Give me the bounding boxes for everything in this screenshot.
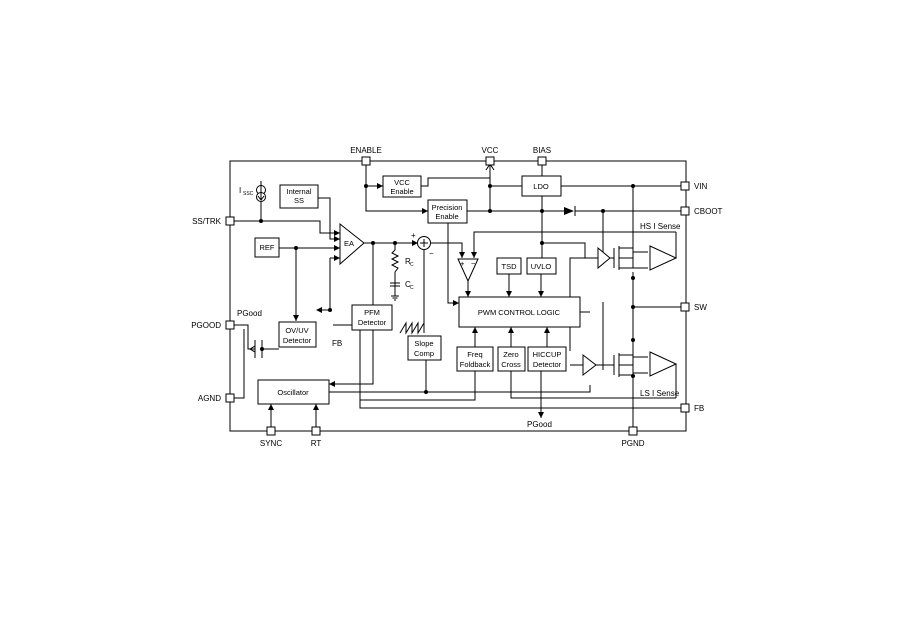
svg-text:+: + bbox=[460, 259, 465, 268]
pin-vcc: VCC bbox=[482, 146, 499, 166]
pin-sync: SYNC bbox=[260, 426, 282, 448]
svg-text:PWM CONTROL LOGIC: PWM CONTROL LOGIC bbox=[478, 308, 561, 317]
svg-text:PGND: PGND bbox=[621, 439, 644, 448]
svg-text:SYNC: SYNC bbox=[260, 439, 282, 448]
oscillator-block: Oscillator bbox=[257, 379, 330, 405]
precision-enable-block: Precision Enable bbox=[427, 199, 468, 224]
ls-sense-amp bbox=[649, 351, 678, 398]
svg-text:−: − bbox=[429, 249, 434, 258]
svg-text:Precision: Precision bbox=[432, 203, 463, 212]
svg-text:UVLO: UVLO bbox=[531, 262, 552, 271]
ls-sense-label: LS I Sense bbox=[640, 389, 680, 398]
svg-text:BIAS: BIAS bbox=[533, 146, 551, 155]
svg-text:Enable: Enable bbox=[435, 212, 458, 221]
svg-text:Detector: Detector bbox=[533, 360, 562, 369]
ov-uv-detector-block: OV/UV Detector bbox=[278, 321, 317, 348]
ref-block: REF bbox=[254, 237, 280, 258]
svg-text:REF: REF bbox=[260, 243, 275, 252]
svg-text:R: R bbox=[405, 257, 411, 266]
svg-text:AGND: AGND bbox=[198, 394, 221, 403]
svg-text:RT: RT bbox=[311, 439, 322, 448]
svg-text:Detector: Detector bbox=[283, 336, 312, 345]
hiccup-detector-block: HICCUP Detector bbox=[527, 346, 567, 372]
rc-cc-compensation: R C C C bbox=[390, 249, 414, 301]
svg-text:EA: EA bbox=[344, 239, 354, 248]
tsd-block: TSD bbox=[496, 257, 522, 275]
pin-pgood: PGOOD bbox=[191, 320, 235, 330]
ldo-block: LDO bbox=[521, 175, 562, 197]
pgood-fet bbox=[249, 340, 256, 358]
svg-text:Detector: Detector bbox=[358, 318, 387, 327]
svg-text:Zero: Zero bbox=[503, 350, 518, 359]
fb-internal-label: FB bbox=[332, 339, 342, 348]
svg-text:TSD: TSD bbox=[502, 262, 518, 271]
svg-text:CBOOT: CBOOT bbox=[694, 207, 723, 216]
svg-text:SW: SW bbox=[694, 303, 707, 312]
ea-amplifier: EA bbox=[339, 222, 365, 266]
svg-text:I: I bbox=[239, 186, 241, 195]
svg-text:VCC: VCC bbox=[482, 146, 499, 155]
svg-text:Freq: Freq bbox=[467, 350, 482, 359]
current-comparator: + − bbox=[457, 258, 479, 283]
pin-cboot: CBOOT bbox=[680, 206, 723, 216]
pgood-bottom-label: PGood bbox=[527, 420, 552, 429]
sawtooth-symbol bbox=[399, 321, 425, 335]
vcc-enable-block: VCC Enable bbox=[382, 175, 422, 198]
boot-diode bbox=[564, 206, 582, 216]
pin-agnd: AGND bbox=[198, 393, 235, 403]
junction-dots bbox=[259, 184, 635, 394]
arrowheads bbox=[268, 183, 550, 418]
ls-mosfet bbox=[613, 352, 648, 377]
pfm-detector-block: PFM Detector bbox=[351, 304, 393, 331]
pin-rt: RT bbox=[311, 426, 322, 448]
pgood-internal-label: PGood bbox=[237, 309, 262, 318]
uvlo-block: UVLO bbox=[526, 257, 557, 275]
svg-text:SS: SS bbox=[294, 196, 304, 205]
svg-text:Oscillator: Oscillator bbox=[277, 388, 309, 397]
svg-text:ENABLE: ENABLE bbox=[350, 146, 382, 155]
svg-text:PGOOD: PGOOD bbox=[191, 321, 221, 330]
pin-enable: ENABLE bbox=[350, 146, 382, 166]
svg-text:C: C bbox=[410, 285, 414, 291]
pin-bias: BIAS bbox=[533, 146, 551, 166]
svg-text:FB: FB bbox=[694, 404, 704, 413]
freq-foldback-block: Freq Foldback bbox=[456, 346, 494, 372]
svg-text:Enable: Enable bbox=[390, 187, 413, 196]
svg-text:HICCUP: HICCUP bbox=[533, 350, 562, 359]
svg-text:Slope: Slope bbox=[414, 339, 433, 348]
pin-sw: SW bbox=[680, 302, 707, 312]
svg-text:VCC: VCC bbox=[394, 178, 410, 187]
svg-text:+: + bbox=[411, 231, 416, 240]
hs-sense-label: HS I Sense bbox=[640, 222, 681, 231]
svg-text:VIN: VIN bbox=[694, 182, 708, 191]
hs-gate-driver bbox=[597, 246, 614, 270]
hs-sense-amp bbox=[649, 232, 678, 271]
svg-text:SS/TRK: SS/TRK bbox=[192, 217, 222, 226]
summing-junction: + − bbox=[411, 231, 434, 258]
slope-comp-block: Slope Comp bbox=[407, 335, 442, 361]
pin-fb: FB bbox=[680, 403, 704, 413]
svg-text:SSC: SSC bbox=[243, 191, 254, 197]
internal-ss-block: Internal SS bbox=[279, 184, 319, 209]
pwm-control-logic-block: PWM CONTROL LOGIC bbox=[458, 296, 581, 328]
ic-outline bbox=[229, 160, 687, 432]
svg-text:PFM: PFM bbox=[364, 308, 380, 317]
pin-ss-trk: SS/TRK bbox=[192, 216, 235, 226]
issc-current-source: I SSC bbox=[239, 181, 266, 202]
ls-gate-driver bbox=[582, 353, 614, 377]
zero-cross-block: Zero Cross bbox=[497, 346, 526, 372]
svg-text:−: − bbox=[471, 259, 476, 268]
svg-text:C: C bbox=[410, 262, 414, 268]
svg-text:C: C bbox=[405, 280, 411, 289]
svg-text:Comp: Comp bbox=[414, 349, 434, 358]
pin-vin: VIN bbox=[680, 181, 708, 191]
svg-text:Foldback: Foldback bbox=[460, 360, 491, 369]
svg-text:OV/UV: OV/UV bbox=[285, 326, 308, 335]
pin-pgnd: PGND bbox=[621, 426, 645, 448]
svg-text:LDO: LDO bbox=[533, 182, 549, 191]
svg-text:Internal: Internal bbox=[286, 187, 311, 196]
hs-mosfet bbox=[613, 246, 648, 270]
svg-text:Cross: Cross bbox=[501, 360, 521, 369]
